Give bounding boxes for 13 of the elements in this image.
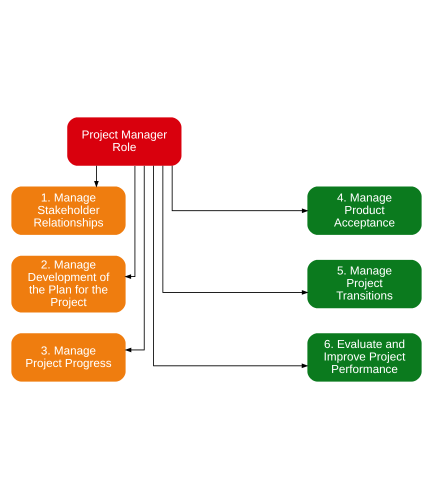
- node-box: 1. Manage Stakeholder Relationships: [11, 186, 126, 235]
- node-box: Project Manager Role: [67, 117, 182, 166]
- arrow: [94, 165, 99, 188]
- arrow: [153, 165, 308, 368]
- arrow: [162, 165, 309, 295]
- node-box: 4. Manage Product Acceptance: [307, 186, 422, 235]
- node-box: 2. Manage Development of the Plan for the Project: [11, 256, 126, 312]
- arrow: [124, 165, 145, 352]
- node-box: 6. Evaluate and Improve Project Performance: [307, 333, 422, 382]
- arrow: [172, 165, 309, 214]
- node-box: 3. Manage Project Progress: [11, 333, 126, 382]
- arrow: [124, 166, 136, 279]
- node-box: 5. Manage Project Transitions: [307, 260, 422, 308]
